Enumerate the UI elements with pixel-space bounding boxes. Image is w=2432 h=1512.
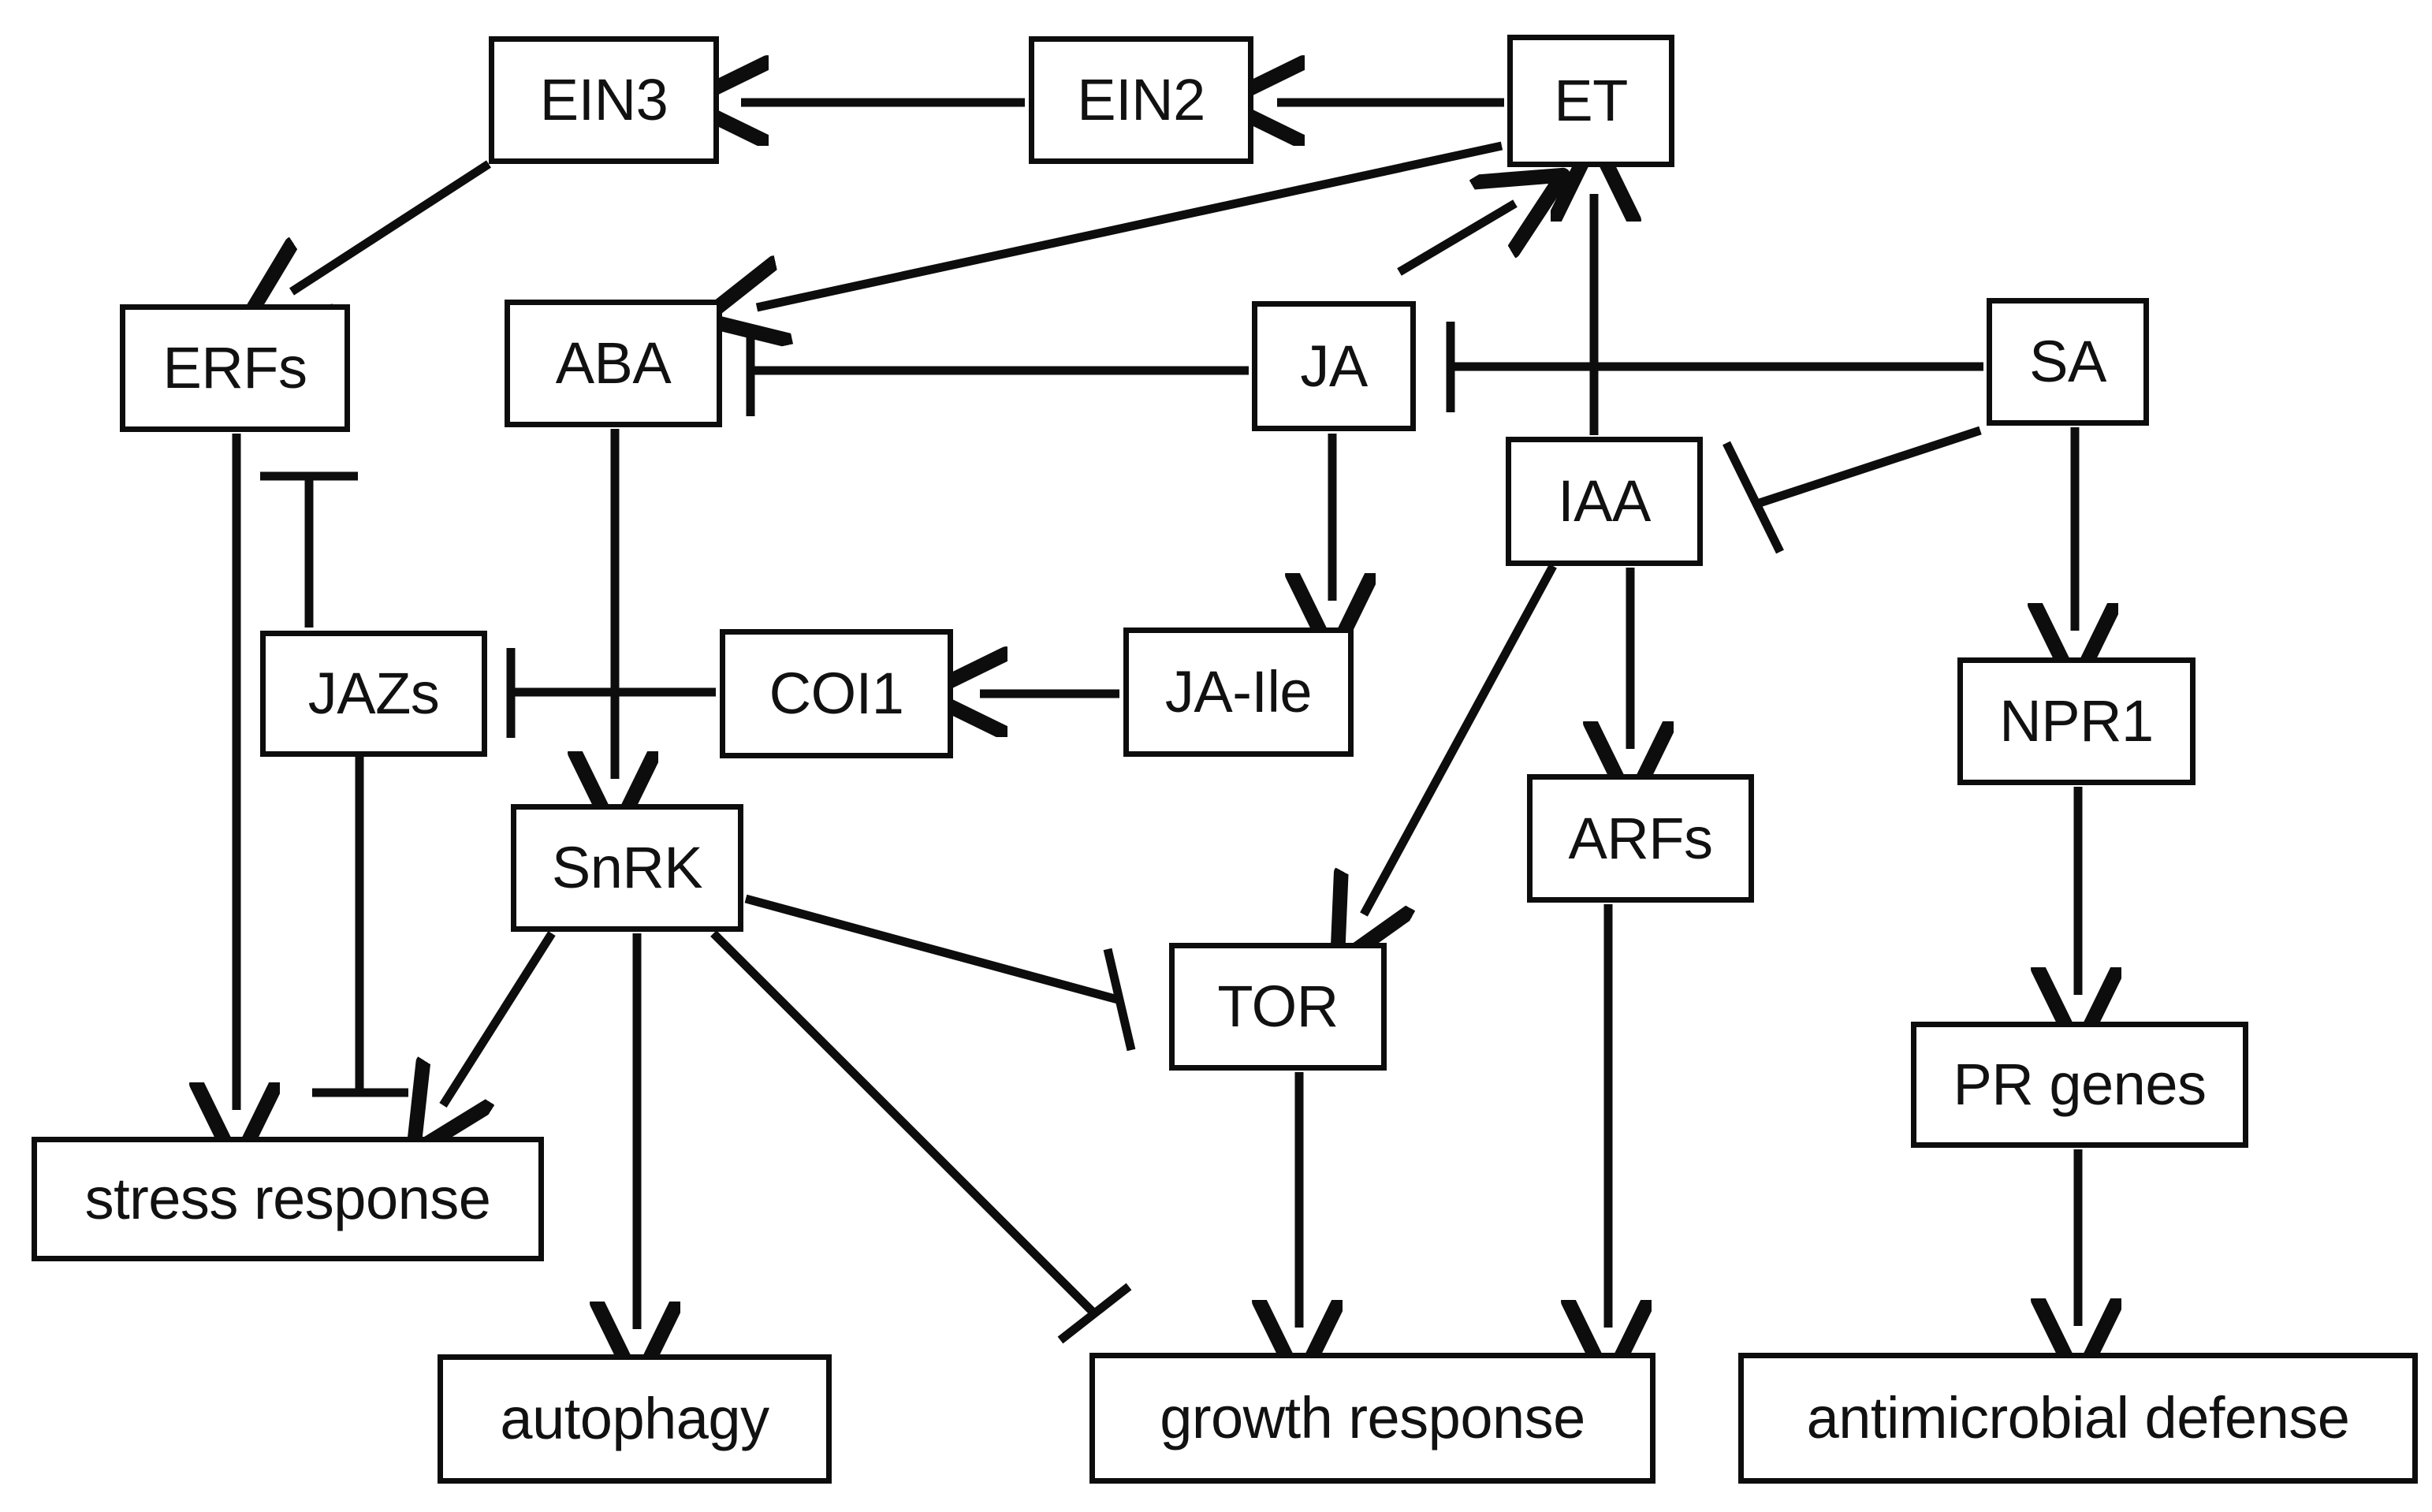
node-stress[interactable]: stress response [32, 1137, 544, 1261]
edge-EIN3-ERFs [292, 160, 491, 292]
node-snrk[interactable]: SnRK [511, 804, 743, 932]
edge-ET-ABA [757, 141, 1503, 307]
node-label: COI1 [769, 661, 904, 726]
edge-SA-IAA [1723, 426, 1982, 554]
node-antimicro[interactable]: antimicrobial defense [1738, 1353, 2418, 1484]
node-arfs[interactable]: ARFs [1527, 774, 1754, 903]
node-label: JA-Ile [1164, 659, 1313, 724]
node-label: PR genes [1953, 1052, 2207, 1117]
node-coi1[interactable]: COI1 [720, 629, 953, 758]
node-prgenes[interactable]: PR genes [1911, 1022, 2248, 1148]
node-ja-ile[interactable]: JA-Ile [1123, 628, 1354, 757]
node-erfs[interactable]: ERFs [120, 304, 350, 432]
node-label: JAZs [307, 661, 440, 726]
node-growth[interactable]: growth response [1089, 1353, 1655, 1484]
node-label: ET [1554, 68, 1628, 133]
node-label: autophagy [500, 1386, 769, 1451]
node-label: growth response [1160, 1385, 1585, 1451]
node-label: EIN2 [1077, 67, 1205, 132]
edge-SnRK-stress [443, 931, 556, 1105]
node-label: IAA [1558, 468, 1651, 534]
node-et[interactable]: ET [1507, 35, 1674, 167]
node-ja[interactable]: JA [1252, 301, 1416, 431]
node-label: SnRK [551, 835, 703, 900]
edge-IAA-TOR [1364, 564, 1557, 914]
node-label: ABA [555, 330, 672, 396]
node-label: TOR [1217, 974, 1339, 1039]
node-label: ERFs [162, 335, 308, 400]
node-jazs[interactable]: JAZs [260, 631, 487, 757]
node-label: NPR1 [1999, 688, 2154, 754]
edge-JAZs-stress [312, 757, 408, 1097]
node-aba[interactable]: ABA [505, 300, 722, 427]
node-npr1[interactable]: NPR1 [1957, 657, 2196, 785]
edge-COI1-JAZs [506, 648, 716, 738]
node-label: antimicrobial defense [1806, 1385, 2350, 1451]
node-iaa[interactable]: IAA [1506, 437, 1703, 566]
node-ein2[interactable]: EIN2 [1029, 36, 1253, 164]
node-ein3[interactable]: EIN3 [489, 36, 719, 164]
edge-SnRK-TOR [744, 894, 1136, 1052]
node-label: JA [1300, 333, 1368, 399]
node-label: SA [2029, 329, 2106, 394]
edge-SnRK-growth [710, 930, 1132, 1344]
node-label: stress response [84, 1166, 491, 1231]
edge-JA-ABA [746, 325, 1249, 416]
edge-JAZs-ERFs [260, 471, 358, 628]
node-label: ARFs [1568, 805, 1714, 871]
node-label: EIN3 [539, 67, 669, 132]
node-sa[interactable]: SA [1987, 298, 2149, 426]
node-tor[interactable]: TOR [1169, 943, 1387, 1071]
edge-JA-ET [1397, 203, 1515, 276]
node-autophagy[interactable]: autophagy [438, 1354, 832, 1484]
edge-SA-JA [1446, 322, 1983, 412]
